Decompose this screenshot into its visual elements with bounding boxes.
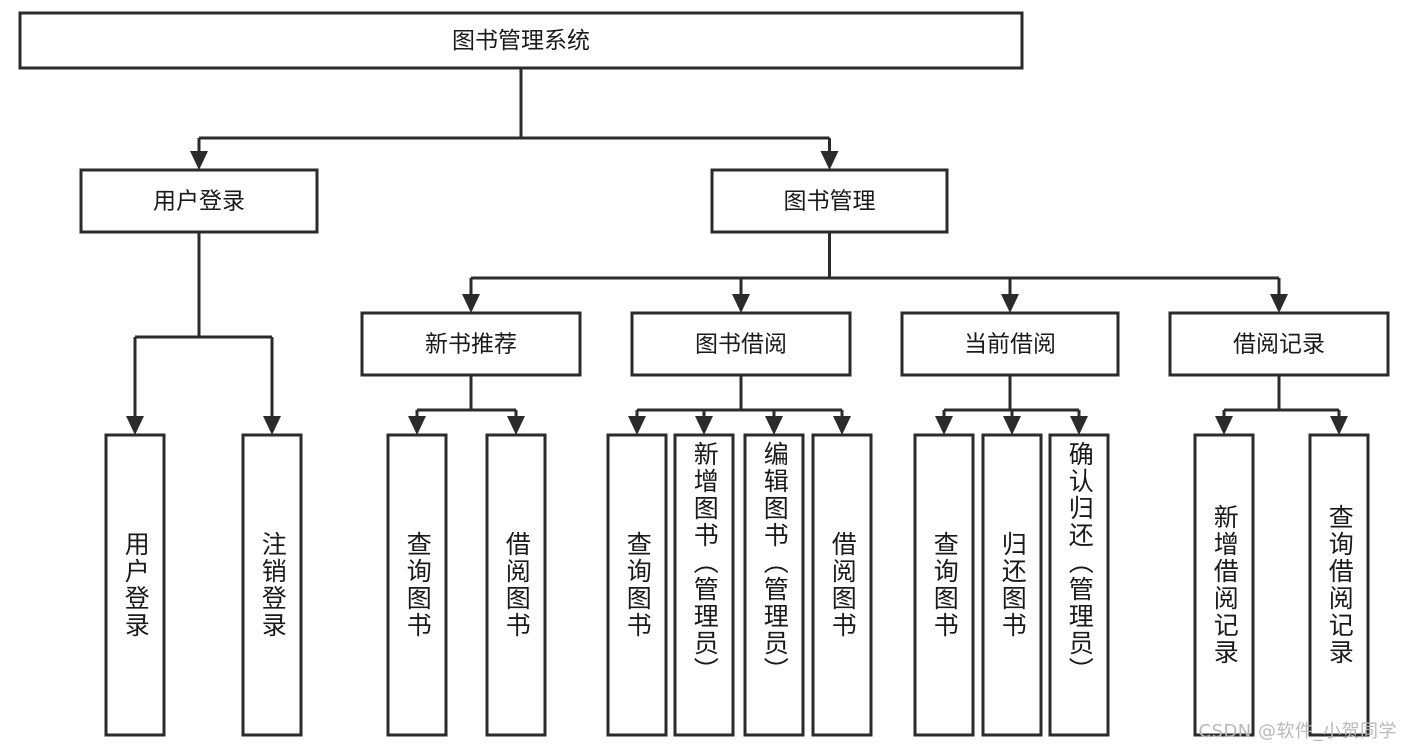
level3-node-0-box[interactable] [360, 311, 582, 377]
leaf-node-0-box[interactable] [104, 433, 166, 737]
arrow-head-icon [935, 416, 953, 435]
arrow-head-icon [263, 416, 281, 435]
level2-node-1-box[interactable] [710, 168, 949, 234]
edges-layer [126, 68, 1348, 435]
root-node-box[interactable] [18, 11, 1024, 70]
arrow-head-icon [126, 416, 144, 435]
arrow-head-icon [462, 294, 480, 313]
arrow-head-icon [1003, 416, 1021, 435]
leaf-node-10-box[interactable] [1048, 433, 1110, 737]
arrow-head-icon [765, 416, 783, 435]
arrow-head-icon [1330, 416, 1348, 435]
arrow-head-icon [1070, 416, 1088, 435]
arrow-head-icon [507, 416, 525, 435]
arrow-head-icon [1270, 294, 1288, 313]
level3-node-1-label: 图书借阅 [695, 332, 787, 358]
leaf-node-7-box[interactable] [811, 433, 873, 737]
level2-node-0-box[interactable] [79, 168, 319, 234]
arrow-head-icon [628, 416, 646, 435]
arrow-head-icon [820, 151, 839, 170]
arrow-head-icon [190, 151, 208, 170]
arrow-head-icon [695, 416, 713, 435]
leaf-node-5-box[interactable] [673, 433, 735, 737]
leaf-node-8-box[interactable] [913, 433, 975, 737]
root-node-label: 图书管理系统 [452, 28, 590, 54]
leaf-node-11-box[interactable] [1193, 433, 1255, 737]
level2-node-1-label: 图书管理 [784, 189, 876, 215]
level3-node-3-box[interactable] [1168, 311, 1390, 377]
leaf-node-2-box[interactable] [386, 433, 448, 737]
level3-node-2-box[interactable] [900, 311, 1120, 377]
leaf-node-4-box[interactable] [606, 433, 668, 737]
arrow-head-icon [732, 294, 750, 313]
csdn-watermark: CSDN @软件_小贺同学 [1198, 721, 1397, 742]
leaf-node-1-box[interactable] [241, 433, 303, 737]
leaf-node-12-box[interactable] [1308, 433, 1370, 737]
level2-node-0-label: 用户登录 [153, 189, 245, 215]
leaf-node-6-box[interactable] [743, 433, 805, 737]
arrow-head-icon [1001, 294, 1019, 313]
leaf-node-3-box[interactable] [485, 433, 547, 737]
arrow-head-icon [1215, 416, 1233, 435]
level3-node-1-box[interactable] [630, 311, 852, 377]
level3-node-0-label: 新书推荐 [425, 332, 517, 358]
arrow-head-icon [833, 416, 851, 435]
leaf-node-9-box[interactable] [981, 433, 1043, 737]
arrow-head-icon [408, 416, 426, 435]
level3-node-2-label: 当前借阅 [964, 332, 1056, 358]
level3-node-3-label: 借阅记录 [1233, 332, 1325, 358]
